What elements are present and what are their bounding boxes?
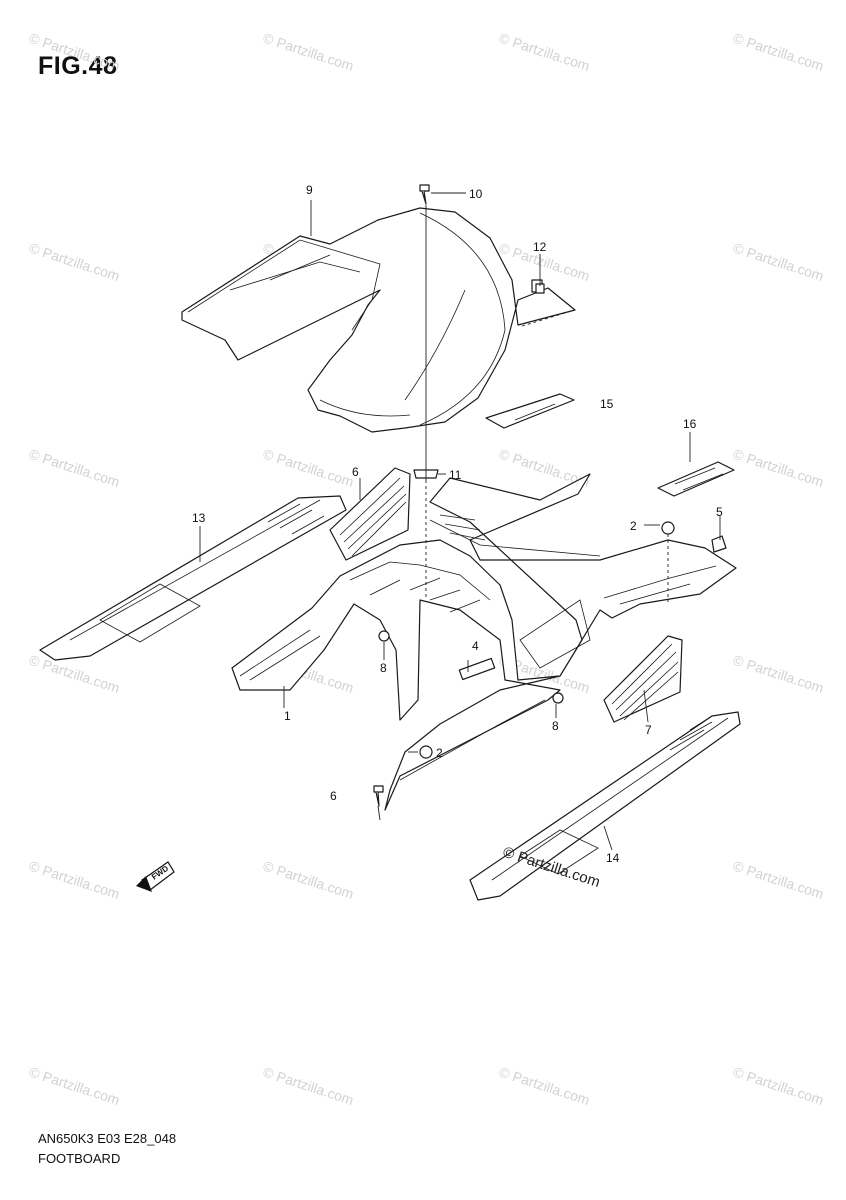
watermark-text: © Partzilla.com: [731, 240, 826, 284]
watermark-text: © Partzilla.com: [731, 858, 826, 902]
figure-name: FOOTBOARD: [38, 1151, 121, 1166]
watermark-text: © Partzilla.com: [27, 240, 122, 284]
part-6-grille: [329, 467, 411, 561]
part-16-panel: [657, 461, 735, 497]
part-15-panel: [485, 393, 575, 429]
part-14-right-floor-mat: [469, 711, 741, 901]
watermark-text: © Partzilla.com: [497, 1064, 592, 1108]
callout-1: 1: [284, 709, 291, 723]
callout-6: 6: [352, 465, 359, 479]
callout-9: 9: [306, 183, 313, 197]
callout-8-right: 8: [552, 719, 559, 733]
watermark-text: © Partzilla.com: [27, 858, 122, 902]
callout-13: 13: [192, 511, 206, 525]
watermark-text: © Partzilla.com: [27, 30, 122, 74]
callout-15: 15: [600, 397, 614, 411]
figure-title: FIG.48: [38, 52, 118, 80]
leader-lines: [199, 192, 721, 851]
callout-10: 10: [469, 187, 483, 201]
watermark-text: © Partzilla.com: [261, 30, 356, 74]
callout-4: 5: [716, 505, 723, 519]
screw-5-icon: [373, 785, 384, 807]
figure-footer: AN650K3 E03 E28_048 FOOTBOARD: [38, 1129, 176, 1169]
callout-12: 12: [533, 240, 547, 254]
callout-3: 4: [472, 639, 479, 653]
part-12-clip-icon: [531, 279, 545, 294]
fastener-8-right-icon: [552, 692, 564, 704]
fastener-2-bottom-icon: [419, 745, 433, 759]
part-3-label: [458, 657, 496, 681]
watermark-text: © Partzilla.com: [731, 1064, 826, 1108]
watermark-text: © Partzilla.com: [27, 1064, 122, 1108]
watermark-text: © Partzilla.com: [497, 30, 592, 74]
part-13-left-floor-mat: [39, 495, 347, 661]
fwd-arrow-icon: FWD: [136, 861, 175, 892]
callout-5: 6: [330, 789, 337, 803]
watermark-text: © Partzilla.com: [27, 446, 122, 490]
callout-11: 11: [449, 468, 462, 482]
callout-8-left: 8: [380, 661, 387, 675]
callout-2-bottom: 2: [436, 746, 443, 760]
watermark-text: © Partzilla.com: [731, 446, 826, 490]
watermark-text: © Partzilla.com: [731, 652, 826, 696]
watermark-text: © Partzilla.com: [261, 858, 356, 902]
part-10-screw-icon: [419, 184, 430, 205]
figure-code: AN650K3 E03 E28_048: [38, 1131, 177, 1146]
fastener-4-icon: [711, 535, 727, 553]
part-9-rear-cover: [181, 207, 576, 433]
part-7-grille: [603, 635, 683, 723]
fastener-8-left-icon: [378, 630, 390, 642]
watermark-text: © Partzilla.com: [731, 30, 826, 74]
callout-2-top: 2: [630, 519, 637, 533]
watermark-text: © Partzilla.com: [261, 446, 356, 490]
fastener-2-top-icon: [661, 521, 675, 535]
callouts: 9 10 12 15 16 11 6 13 2 5 4 8 1 7 8 2 6 …: [192, 183, 723, 865]
callout-7: 7: [645, 723, 652, 737]
part-1-footboard-frame: [231, 473, 737, 811]
callout-14: 14: [606, 851, 620, 865]
watermark-text: © Partzilla.com: [261, 1064, 356, 1108]
callout-16: 16: [683, 417, 697, 431]
